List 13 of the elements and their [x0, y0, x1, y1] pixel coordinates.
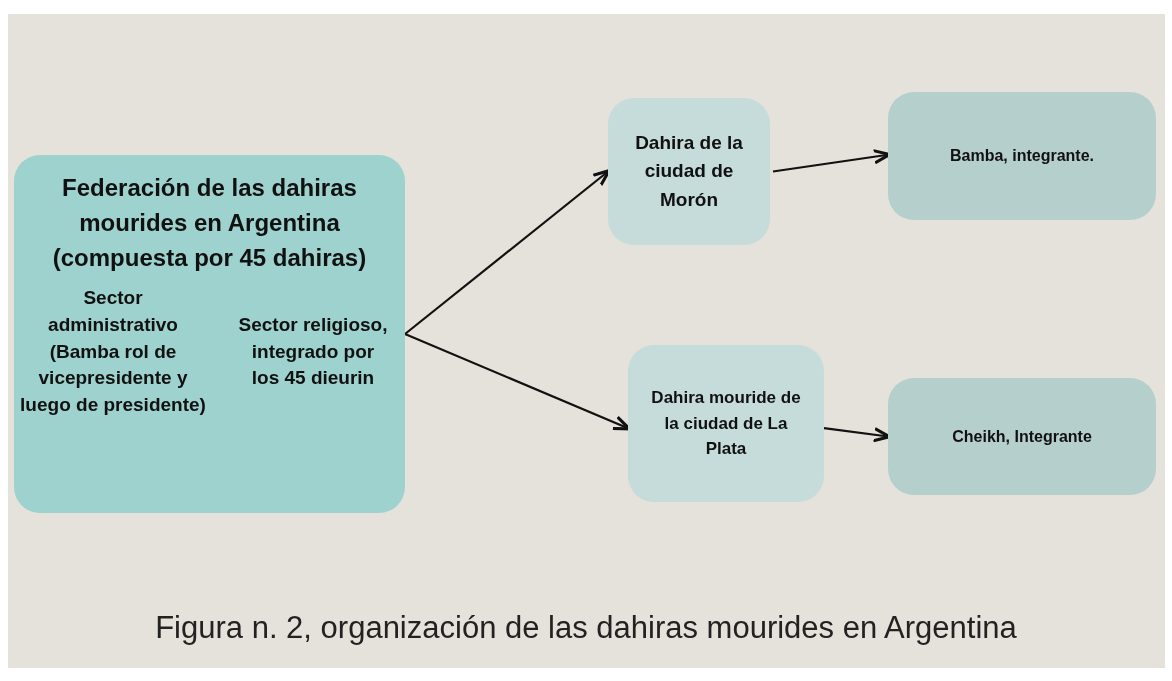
box-label: Dahira de la ciudad de Morón [634, 130, 744, 212]
rounded-box [14, 155, 405, 513]
rounded-box [888, 378, 1156, 495]
rounded-box [888, 92, 1156, 220]
box-label: Bamba, integrante. [950, 146, 1094, 166]
box-heading: Federación de las dahiras mourides en Argentina (compuesta por 45 dahiras) [51, 173, 368, 273]
rounded-box [628, 345, 824, 502]
rounded-box [608, 98, 770, 245]
figure-caption: Figura n. 2, organización de las dahiras mourides en Argentina [154, 610, 1018, 646]
box-label: Cheikh, Integrante [952, 426, 1092, 447]
box-label: Dahira mouride de la ciudad de La Plata [650, 387, 802, 461]
sector-text: Sector religioso, integrado por los 45 dieurin [238, 313, 388, 391]
sector-text: Sector administrativo (Bamba rol de vicepresidente y luego de presidente) [19, 286, 207, 417]
